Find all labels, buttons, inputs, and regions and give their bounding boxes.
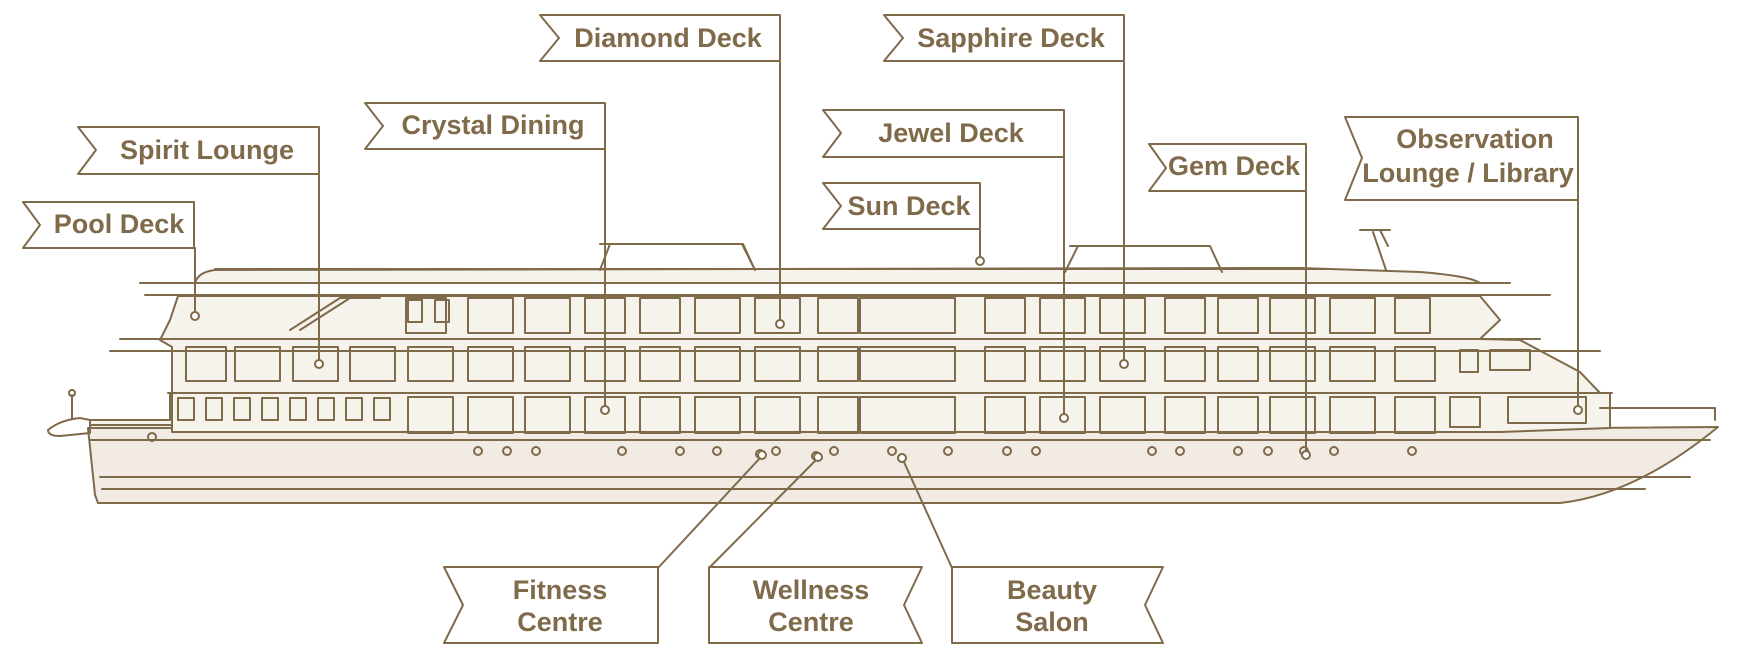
flag-observation-lounge xyxy=(1344,116,1579,201)
windows-level-2 xyxy=(185,346,1531,382)
label-observation-line1: Observation xyxy=(1396,124,1554,154)
label-flags xyxy=(22,14,1579,644)
marker-fitness-centre xyxy=(757,450,767,460)
label-beauty-line1: Beauty xyxy=(1007,575,1097,605)
flag-sapphire-deck xyxy=(883,14,1125,62)
hull-portholes xyxy=(147,432,1417,463)
marker-gem-deck xyxy=(1301,450,1311,460)
label-observation-line2: Lounge / Library xyxy=(1362,158,1574,188)
flag-pool-deck xyxy=(22,201,195,249)
flag-jewel-deck xyxy=(822,109,1065,158)
flag-sun-deck xyxy=(822,182,981,230)
flag-gem-deck xyxy=(1148,143,1307,192)
label-diamond-deck: Diamond Deck xyxy=(574,23,763,53)
label-beauty-line2: Salon xyxy=(1015,607,1089,637)
bow-mast xyxy=(1359,229,1391,271)
marker-observation-lounge xyxy=(1573,405,1583,415)
marker-spirit-lounge xyxy=(314,359,324,369)
label-sapphire-deck: Sapphire Deck xyxy=(917,23,1106,53)
leader-beauty-salon xyxy=(903,461,953,569)
flag-spirit-lounge xyxy=(77,126,320,175)
bow-railing xyxy=(1599,407,1716,421)
marker-diamond-deck xyxy=(775,319,785,329)
leader-wellness-centre xyxy=(708,459,817,569)
flag-crystal-dining xyxy=(364,102,606,150)
marker-pool-deck xyxy=(190,311,200,321)
label-fitness-line1: Fitness xyxy=(513,575,608,605)
cabana-roof-2 xyxy=(1064,245,1223,273)
flag-beauty-salon xyxy=(951,566,1164,644)
windows-level-1 xyxy=(177,396,1587,434)
ship-illustration xyxy=(47,229,1719,504)
label-crystal-dining: Crystal Dining xyxy=(401,110,584,140)
marker-sapphire-deck xyxy=(1119,359,1129,369)
label-wellness-line1: Wellness xyxy=(753,575,870,605)
leader-fitness-centre xyxy=(657,457,761,569)
label-pool-deck: Pool Deck xyxy=(54,209,186,239)
marker-crystal-dining xyxy=(600,405,610,415)
aft-stairs xyxy=(289,297,381,331)
flag-diamond-deck xyxy=(539,14,781,62)
label-sun-deck: Sun Deck xyxy=(847,191,971,221)
superstructure xyxy=(159,295,1601,394)
flag-fitness-centre xyxy=(443,566,659,644)
stern-lamp xyxy=(68,389,76,397)
marker-wellness-centre xyxy=(813,452,823,462)
marker-sun-deck xyxy=(975,256,985,266)
flag-wellness-centre xyxy=(708,566,923,644)
marker-jewel-deck xyxy=(1059,413,1069,423)
label-wellness-line2: Centre xyxy=(768,607,854,637)
stern-platform xyxy=(47,417,91,437)
cabana-roof-1 xyxy=(599,243,756,271)
label-fitness-line2: Centre xyxy=(517,607,603,637)
label-jewel-deck: Jewel Deck xyxy=(878,118,1025,148)
label-spirit-lounge: Spirit Lounge xyxy=(120,135,294,165)
roof-deck xyxy=(194,267,1481,284)
leader-lines xyxy=(190,59,1583,569)
label-gem-deck: Gem Deck xyxy=(1168,151,1301,181)
marker-beauty-salon xyxy=(897,453,907,463)
